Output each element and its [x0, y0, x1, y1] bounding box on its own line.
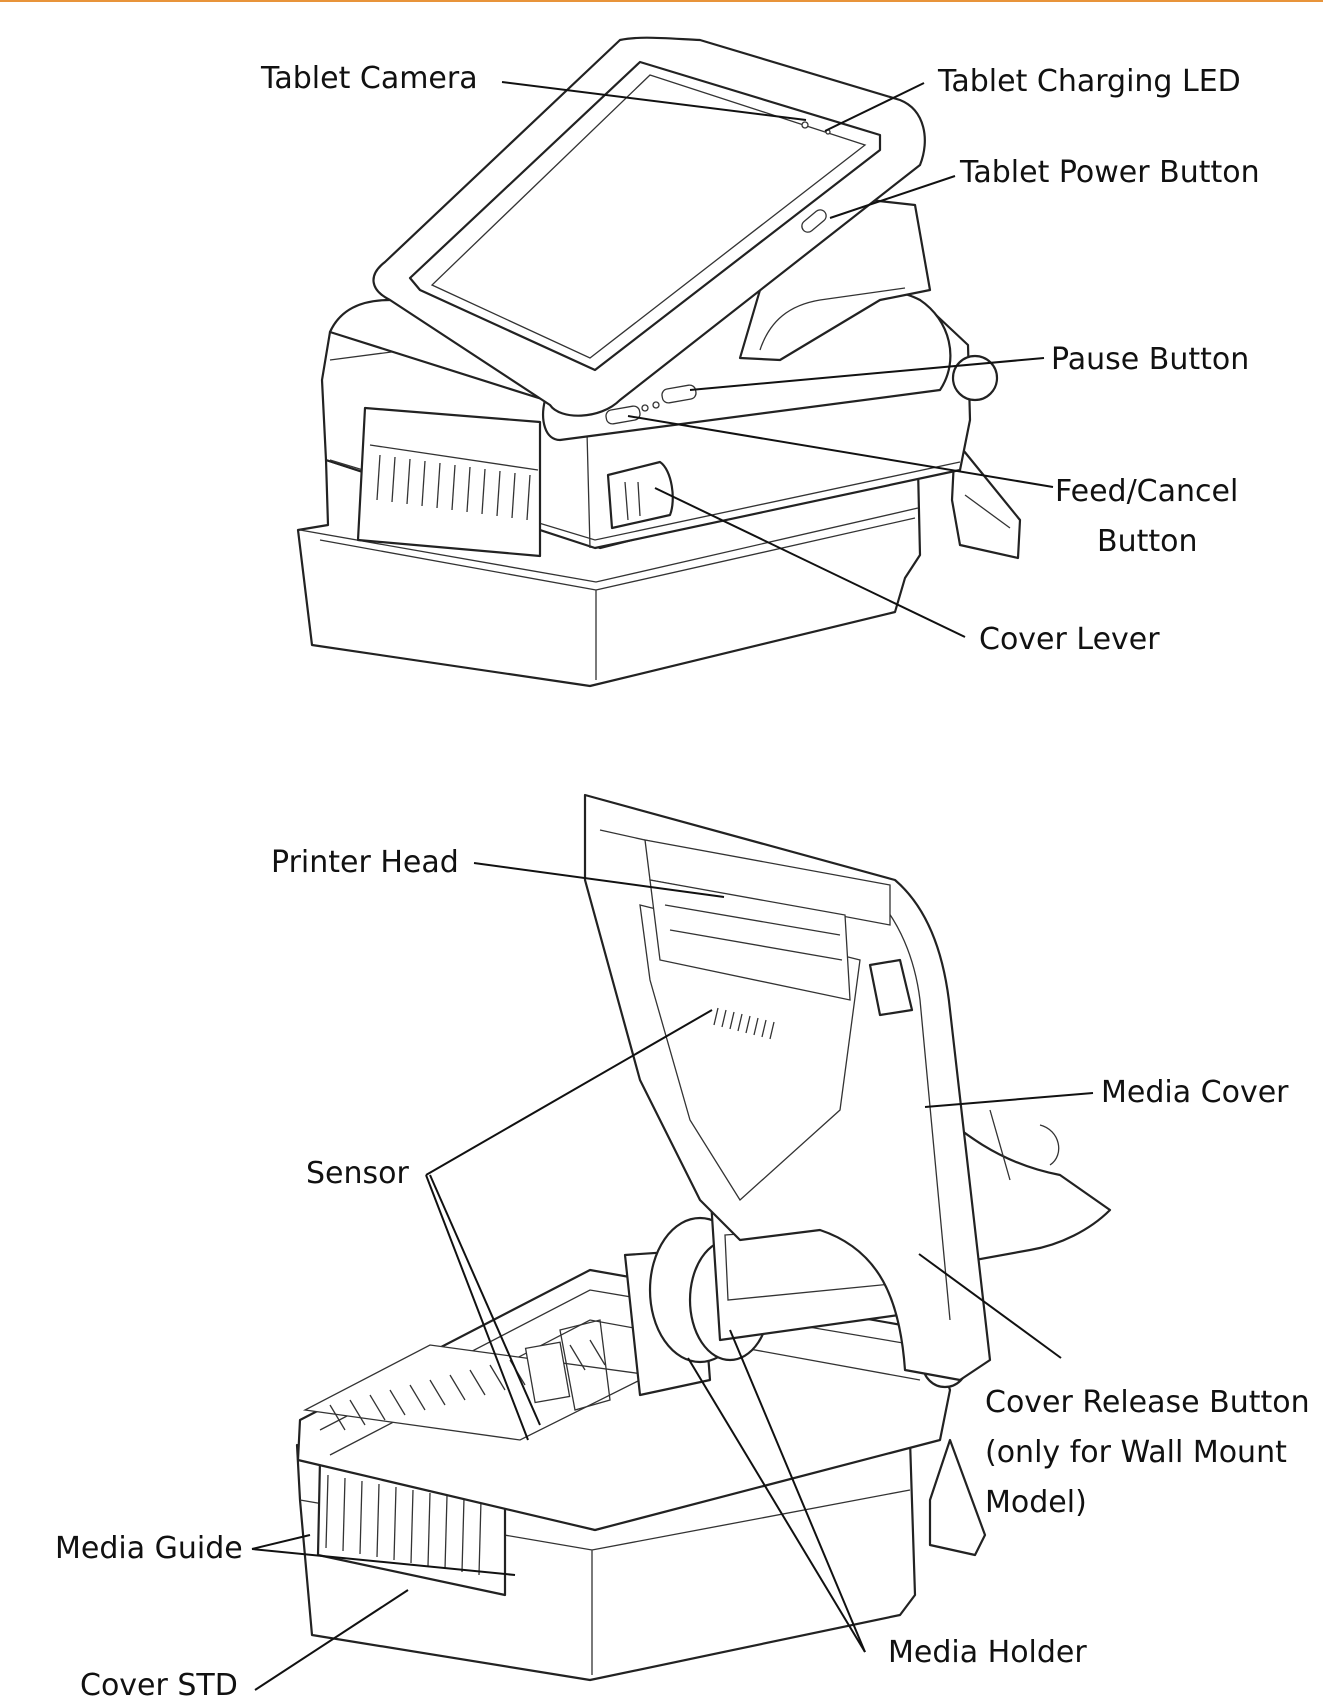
callout-lines	[251, 81, 1094, 1691]
label-tablet-camera: Tablet Camera	[260, 61, 478, 96]
label-cover-release-line3: Model)	[985, 1485, 1087, 1520]
label-media-holder: Media Holder	[888, 1635, 1087, 1670]
label-cover-std: Cover STD	[80, 1668, 238, 1702]
bottom-figure-labels: Printer Head Media Cover Sensor Cover Re…	[55, 845, 1310, 1702]
open-printer-drawing	[295, 793, 1112, 1682]
label-sensor: Sensor	[306, 1156, 409, 1191]
label-cover-release-line2: (only for Wall Mount	[985, 1435, 1287, 1470]
top-rule	[0, 0, 1323, 2]
label-tablet-charging-led: Tablet Charging LED	[937, 64, 1241, 99]
label-cover-lever: Cover Lever	[979, 622, 1160, 657]
label-media-cover: Media Cover	[1101, 1075, 1289, 1110]
top-figure-labels: Tablet Camera Tablet Charging LED Tablet…	[260, 61, 1260, 657]
label-media-guide: Media Guide	[55, 1531, 243, 1566]
label-feed-cancel-line2: Button	[1097, 524, 1198, 559]
label-pause-button: Pause Button	[1051, 342, 1249, 377]
closed-printer-drawing	[296, 36, 1022, 688]
label-feed-cancel-line1: Feed/Cancel	[1055, 474, 1238, 509]
label-printer-head: Printer Head	[271, 845, 459, 880]
label-tablet-power-button: Tablet Power Button	[959, 155, 1260, 190]
label-cover-release-line1: Cover Release Button	[985, 1385, 1310, 1420]
